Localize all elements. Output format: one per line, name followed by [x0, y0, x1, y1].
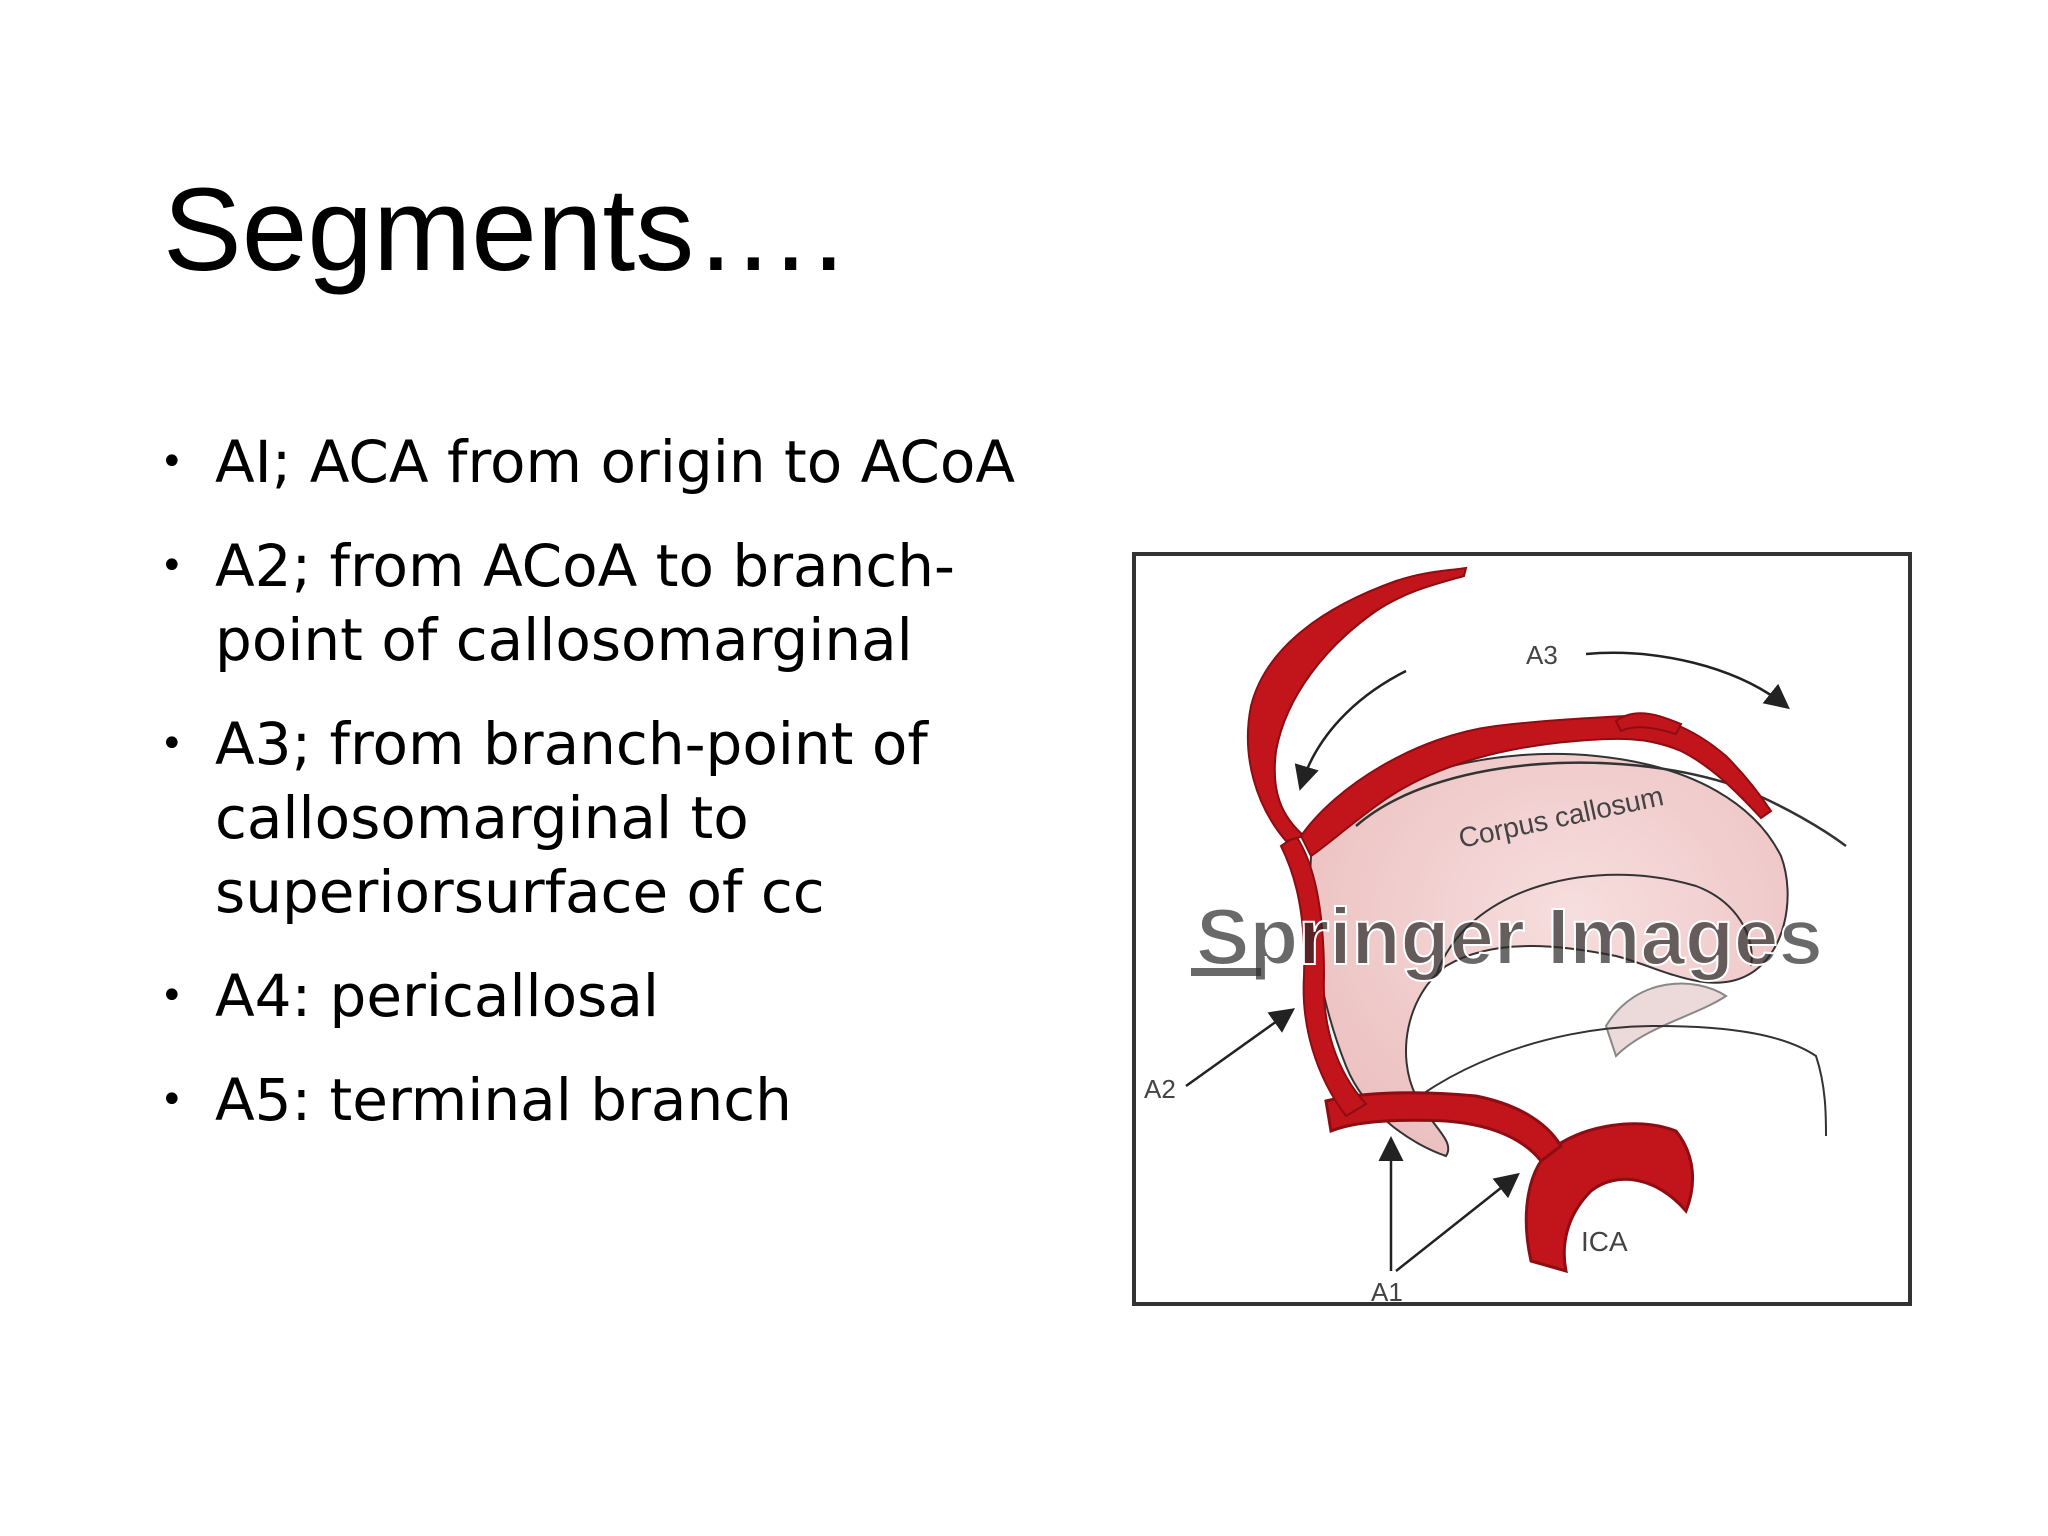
- slide-title: Segments….: [163, 164, 846, 296]
- a3-arrow-left: [1294, 669, 1407, 791]
- a3-arrow-right: [1585, 651, 1790, 710]
- aca-segments-figure: A3 Corpus callosum A2 ICA A1 Springer Im…: [1132, 552, 1912, 1306]
- callosum-splenium: [1604, 982, 1728, 1058]
- a1-artery: [1324, 1091, 1563, 1164]
- aca-diagram: A3 Corpus callosum A2 ICA A1 Springer Im…: [1144, 566, 1847, 1302]
- bullet-list: • AI; ACA from origin to ACoA • A2; from…: [160, 425, 1060, 1167]
- bullet-dot-icon: •: [160, 543, 184, 589]
- label-a2: A2: [1144, 1074, 1176, 1104]
- label-ica: ICA: [1581, 1226, 1628, 1257]
- bullet-item-a5: • A5: terminal branch: [160, 1063, 1060, 1137]
- bullet-item-a3: • A3; from branch-point of callosomargin…: [160, 707, 1060, 929]
- pericallosal-fork: [1614, 712, 1683, 736]
- callosum-outer-line: [1355, 761, 1847, 848]
- bullet-dot-icon: •: [160, 721, 184, 767]
- bullet-text: A4: pericallosal: [215, 962, 660, 1030]
- corpus-callosum-shape: [1309, 752, 1789, 1158]
- a2-arrow: [1185, 1008, 1296, 1088]
- bullet-text: A5: terminal branch: [215, 1066, 792, 1134]
- pericallosal-artery: [1299, 714, 1773, 858]
- bullet-item-a4: • A4: pericallosal: [160, 959, 1060, 1033]
- bullet-dot-icon: •: [160, 439, 184, 485]
- callosomarginal-artery: [1246, 566, 1468, 843]
- bullet-item-a2: • A2; from ACoA to branch-point of callo…: [160, 529, 1060, 677]
- a1-arrow-diagonal: [1395, 1172, 1520, 1272]
- watermark-underline: [1191, 968, 1261, 976]
- label-a1: A1: [1371, 1277, 1403, 1302]
- bullet-item-a1: • AI; ACA from origin to ACoA: [160, 425, 1060, 499]
- bullet-text: AI; ACA from origin to ACoA: [215, 428, 1015, 496]
- callosum-lower-line: [1395, 1024, 1827, 1137]
- springer-watermark: Springer Images: [1196, 892, 1823, 981]
- label-a3: A3: [1526, 640, 1558, 670]
- callosum-inner-curve: [1435, 873, 1753, 977]
- bullet-text: A3; from branch-point of callosomarginal…: [215, 710, 928, 926]
- bullet-dot-icon: •: [160, 1077, 184, 1123]
- bullet-dot-icon: •: [160, 973, 184, 1019]
- bullet-text: A2; from ACoA to branch-point of calloso…: [215, 532, 955, 674]
